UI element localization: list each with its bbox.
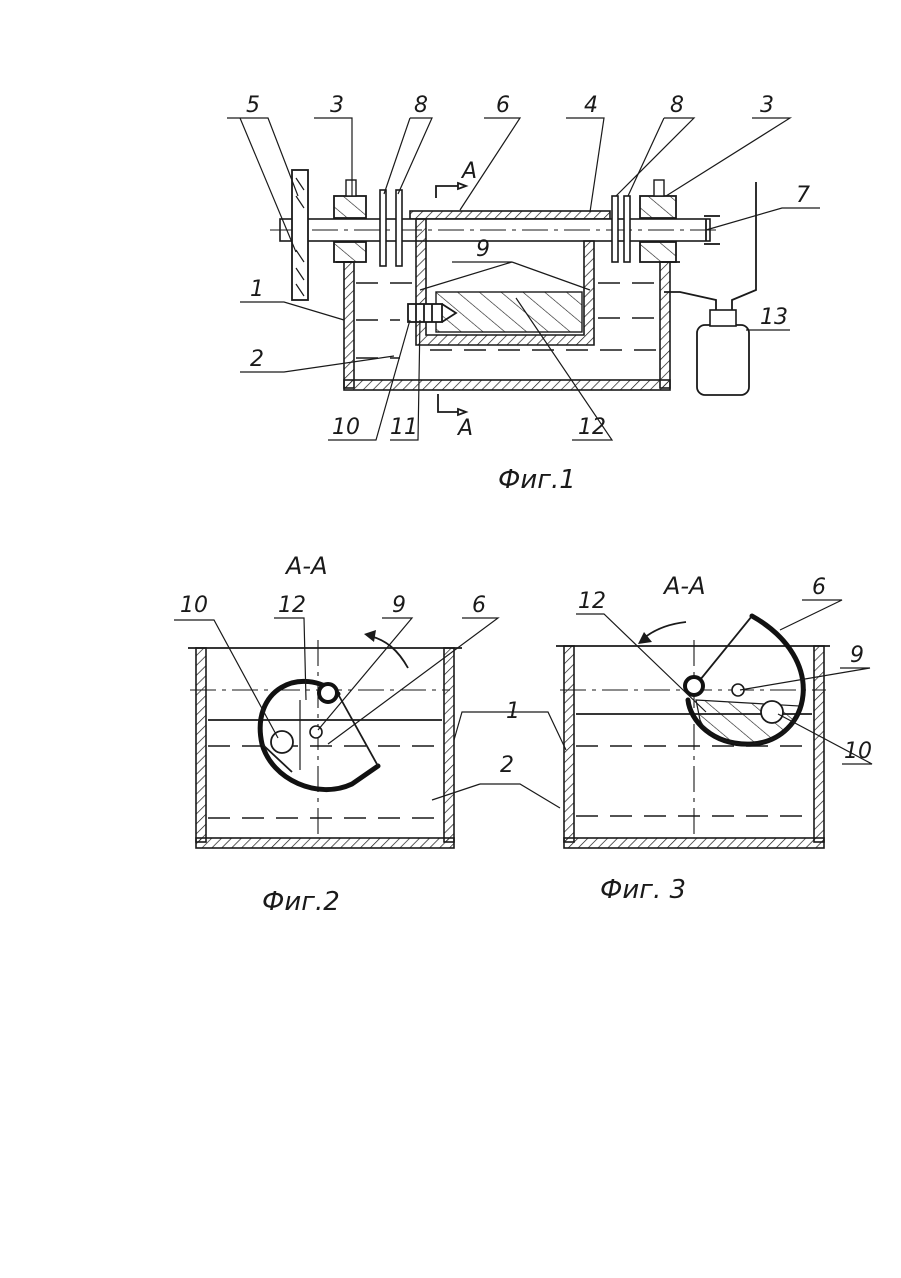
figure-3: A-A [556, 572, 872, 905]
liquid-level [560, 640, 826, 838]
label-4: 4 [584, 93, 598, 118]
label-6: 6 [812, 575, 826, 600]
fig2-labels: 10 12 9 6 1 2 [180, 593, 520, 778]
figure-1: A A 5 3 8 6 [227, 93, 820, 495]
label-10: 10 [844, 739, 872, 764]
figure-2-caption: Фиг.2 [262, 887, 340, 917]
label-9: 9 [476, 237, 490, 262]
label-1: 1 [506, 699, 520, 724]
label-12: 12 [578, 415, 606, 440]
figure-3-caption: Фиг. 3 [600, 875, 686, 905]
rotating-chamber [260, 681, 378, 789]
liquid-level [190, 640, 450, 838]
label-2: 2 [500, 753, 514, 778]
gear-wheel [292, 170, 308, 300]
label-6: 6 [472, 593, 486, 618]
label-12: 12 [278, 593, 306, 618]
label-9: 9 [392, 593, 406, 618]
figure-2: A-A [174, 552, 566, 917]
rotation-arrow [638, 622, 686, 644]
label-10: 10 [180, 593, 208, 618]
label-12: 12 [578, 589, 606, 614]
figure-3-section-title: A-A [662, 572, 706, 600]
label-3-right: 3 [760, 93, 774, 118]
label-1: 1 [250, 277, 264, 302]
rotating-chamber [685, 616, 803, 744]
pump-vessel [664, 182, 756, 395]
label-8-left: 8 [414, 93, 428, 118]
label-9: 9 [850, 643, 864, 668]
label-5: 5 [246, 93, 260, 118]
section-marker-bottom: A [456, 416, 473, 441]
label-6: 6 [496, 93, 510, 118]
label-11: 11 [390, 415, 418, 440]
label-10: 10 [332, 415, 360, 440]
figure-1-caption: Фиг.1 [498, 465, 576, 495]
label-7: 7 [796, 183, 810, 208]
section-marker-top: A [460, 159, 477, 184]
label-13: 13 [760, 305, 788, 330]
figure-2-section-title: A-A [284, 552, 328, 580]
label-8-right: 8 [670, 93, 684, 118]
label-3-left: 3 [330, 93, 344, 118]
label-2: 2 [250, 347, 264, 372]
